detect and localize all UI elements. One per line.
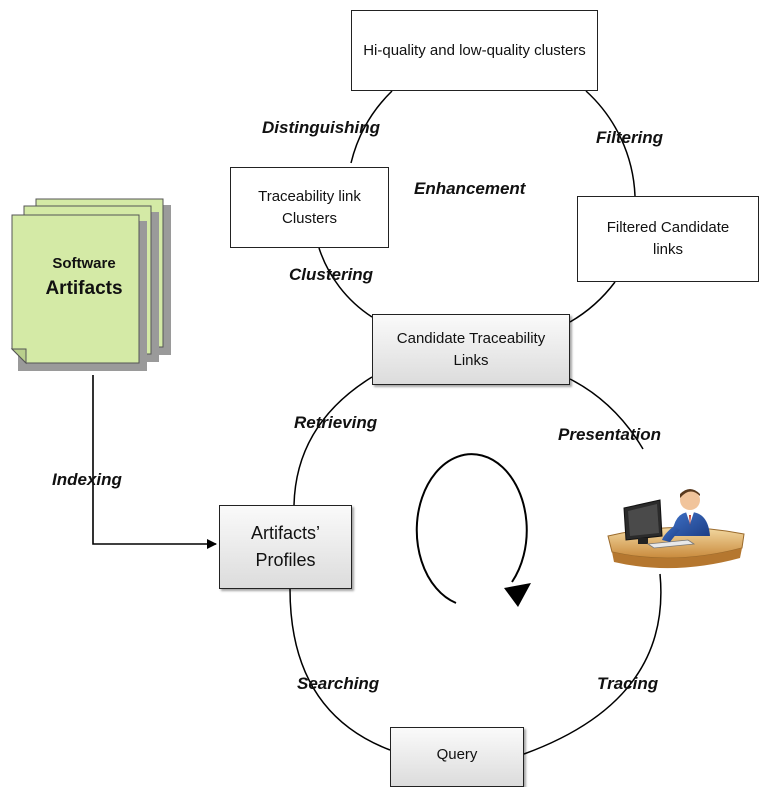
label-searching: Searching: [297, 674, 380, 693]
circular-arrow-icon: [415, 453, 531, 607]
arc-retrieving: [293, 376, 373, 506]
arc-filtering: [585, 90, 636, 197]
traceability-link-clusters-box: Traceability link Clusters: [230, 167, 389, 248]
label-indexing: Indexing: [52, 470, 122, 489]
arc-presentation: [569, 378, 644, 450]
arc-tracing: [523, 573, 662, 755]
label-clustering: Clustering: [289, 265, 374, 284]
candidate-traceability-links-box: Candidate Traceability Links: [372, 314, 570, 385]
software-artifacts-line2: Artifacts: [45, 278, 123, 299]
label-presentation: Presentation: [558, 425, 661, 444]
arc-filtered-to-candidate: [569, 281, 616, 323]
arc-searching: [289, 588, 391, 751]
person-at-computer-icon: [607, 489, 745, 569]
label-enhancement: Enhancement: [414, 179, 526, 198]
filtered-candidate-links-box: Filtered Candidate links: [577, 196, 759, 282]
label-tracing: Tracing: [597, 674, 659, 693]
label-distinguishing: Distinguishing: [262, 118, 381, 137]
label-filtering: Filtering: [596, 128, 664, 147]
label-retrieving: Retrieving: [294, 413, 378, 432]
indexing-arrow: [92, 375, 217, 549]
software-artifacts-label: Software Artifacts: [14, 252, 154, 302]
hi-low-quality-clusters-box: Hi-quality and low-quality clusters: [351, 10, 598, 91]
software-artifacts-line1: Software: [52, 255, 116, 272]
software-artifacts-icon: [10, 198, 171, 371]
arc-distinguishing: [350, 90, 393, 164]
query-box: Query: [390, 727, 524, 787]
arc-clustering: [318, 247, 373, 318]
artifacts-profiles-box: Artifacts’ Profiles: [219, 505, 352, 589]
